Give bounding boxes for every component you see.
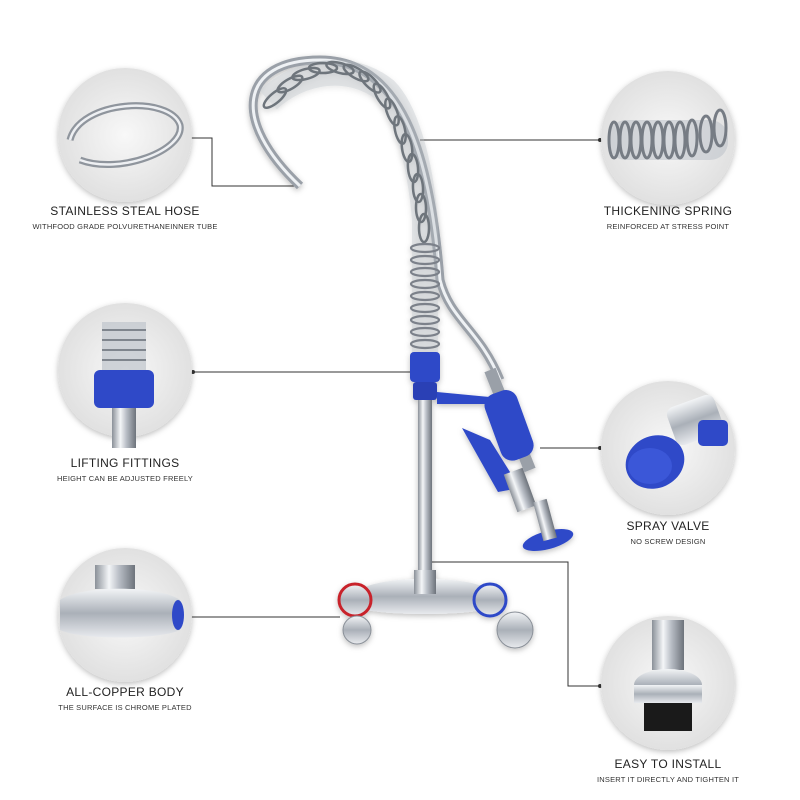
feature-title: EASY TO INSTALL xyxy=(614,757,722,771)
leader-hose xyxy=(185,137,300,187)
lifting-fitting xyxy=(410,352,440,382)
feature-lift: LIFTING FITTINGS HEIGHT CAN BE ADJUSTED … xyxy=(10,456,240,483)
detail-circle-hose xyxy=(58,68,192,202)
spring-coil xyxy=(259,59,441,360)
feature-hose: STAINLESS STEAL HOSE WITHFOOD GRADE POLV… xyxy=(10,204,240,231)
feature-install: EASY TO INSTALL INSERT IT DIRECTLY AND T… xyxy=(553,757,783,784)
feature-subtitle: WITHFOOD GRADE POLVURETHANEINNER TUBE xyxy=(32,222,218,231)
feature-spring: THICKENING SPRING REINFORCED AT STRESS P… xyxy=(553,204,783,231)
faucet-body xyxy=(337,570,534,649)
leader-install xyxy=(430,561,600,687)
feature-title: ALL-COPPER BODY xyxy=(66,685,184,699)
detail-circle-install xyxy=(601,616,735,750)
faucet xyxy=(248,55,574,649)
feature-spray: SPRAY VALVE NO SCREW DESIGN xyxy=(553,519,783,546)
detail-circle-spring xyxy=(601,71,735,205)
feature-title: THICKENING SPRING xyxy=(603,204,733,218)
spray-valve xyxy=(462,367,574,551)
leader-lines xyxy=(185,137,600,687)
feature-body: ALL-COPPER BODY THE SURFACE IS CHROME PL… xyxy=(10,685,240,712)
feature-subtitle: REINFORCED AT STRESS POINT xyxy=(606,222,730,231)
feature-subtitle: INSERT IT DIRECTLY AND TIGHTEN IT xyxy=(596,775,740,784)
feature-subtitle: NO SCREW DESIGN xyxy=(630,537,706,546)
detail-circle-lift xyxy=(58,303,192,448)
feature-subtitle: HEIGHT CAN BE ADJUSTED FREELY xyxy=(57,474,193,483)
detail-circle-spray xyxy=(601,381,735,515)
feature-subtitle: THE SURFACE IS CHROME PLATED xyxy=(58,703,192,712)
feature-title: LIFTING FITTINGS xyxy=(70,456,180,470)
detail-circle-body xyxy=(58,548,192,682)
hose xyxy=(248,55,505,382)
feature-title: SPRAY VALVE xyxy=(626,519,710,533)
feature-title: STAINLESS STEAL HOSE xyxy=(50,204,200,218)
riser-pipe xyxy=(418,360,432,585)
